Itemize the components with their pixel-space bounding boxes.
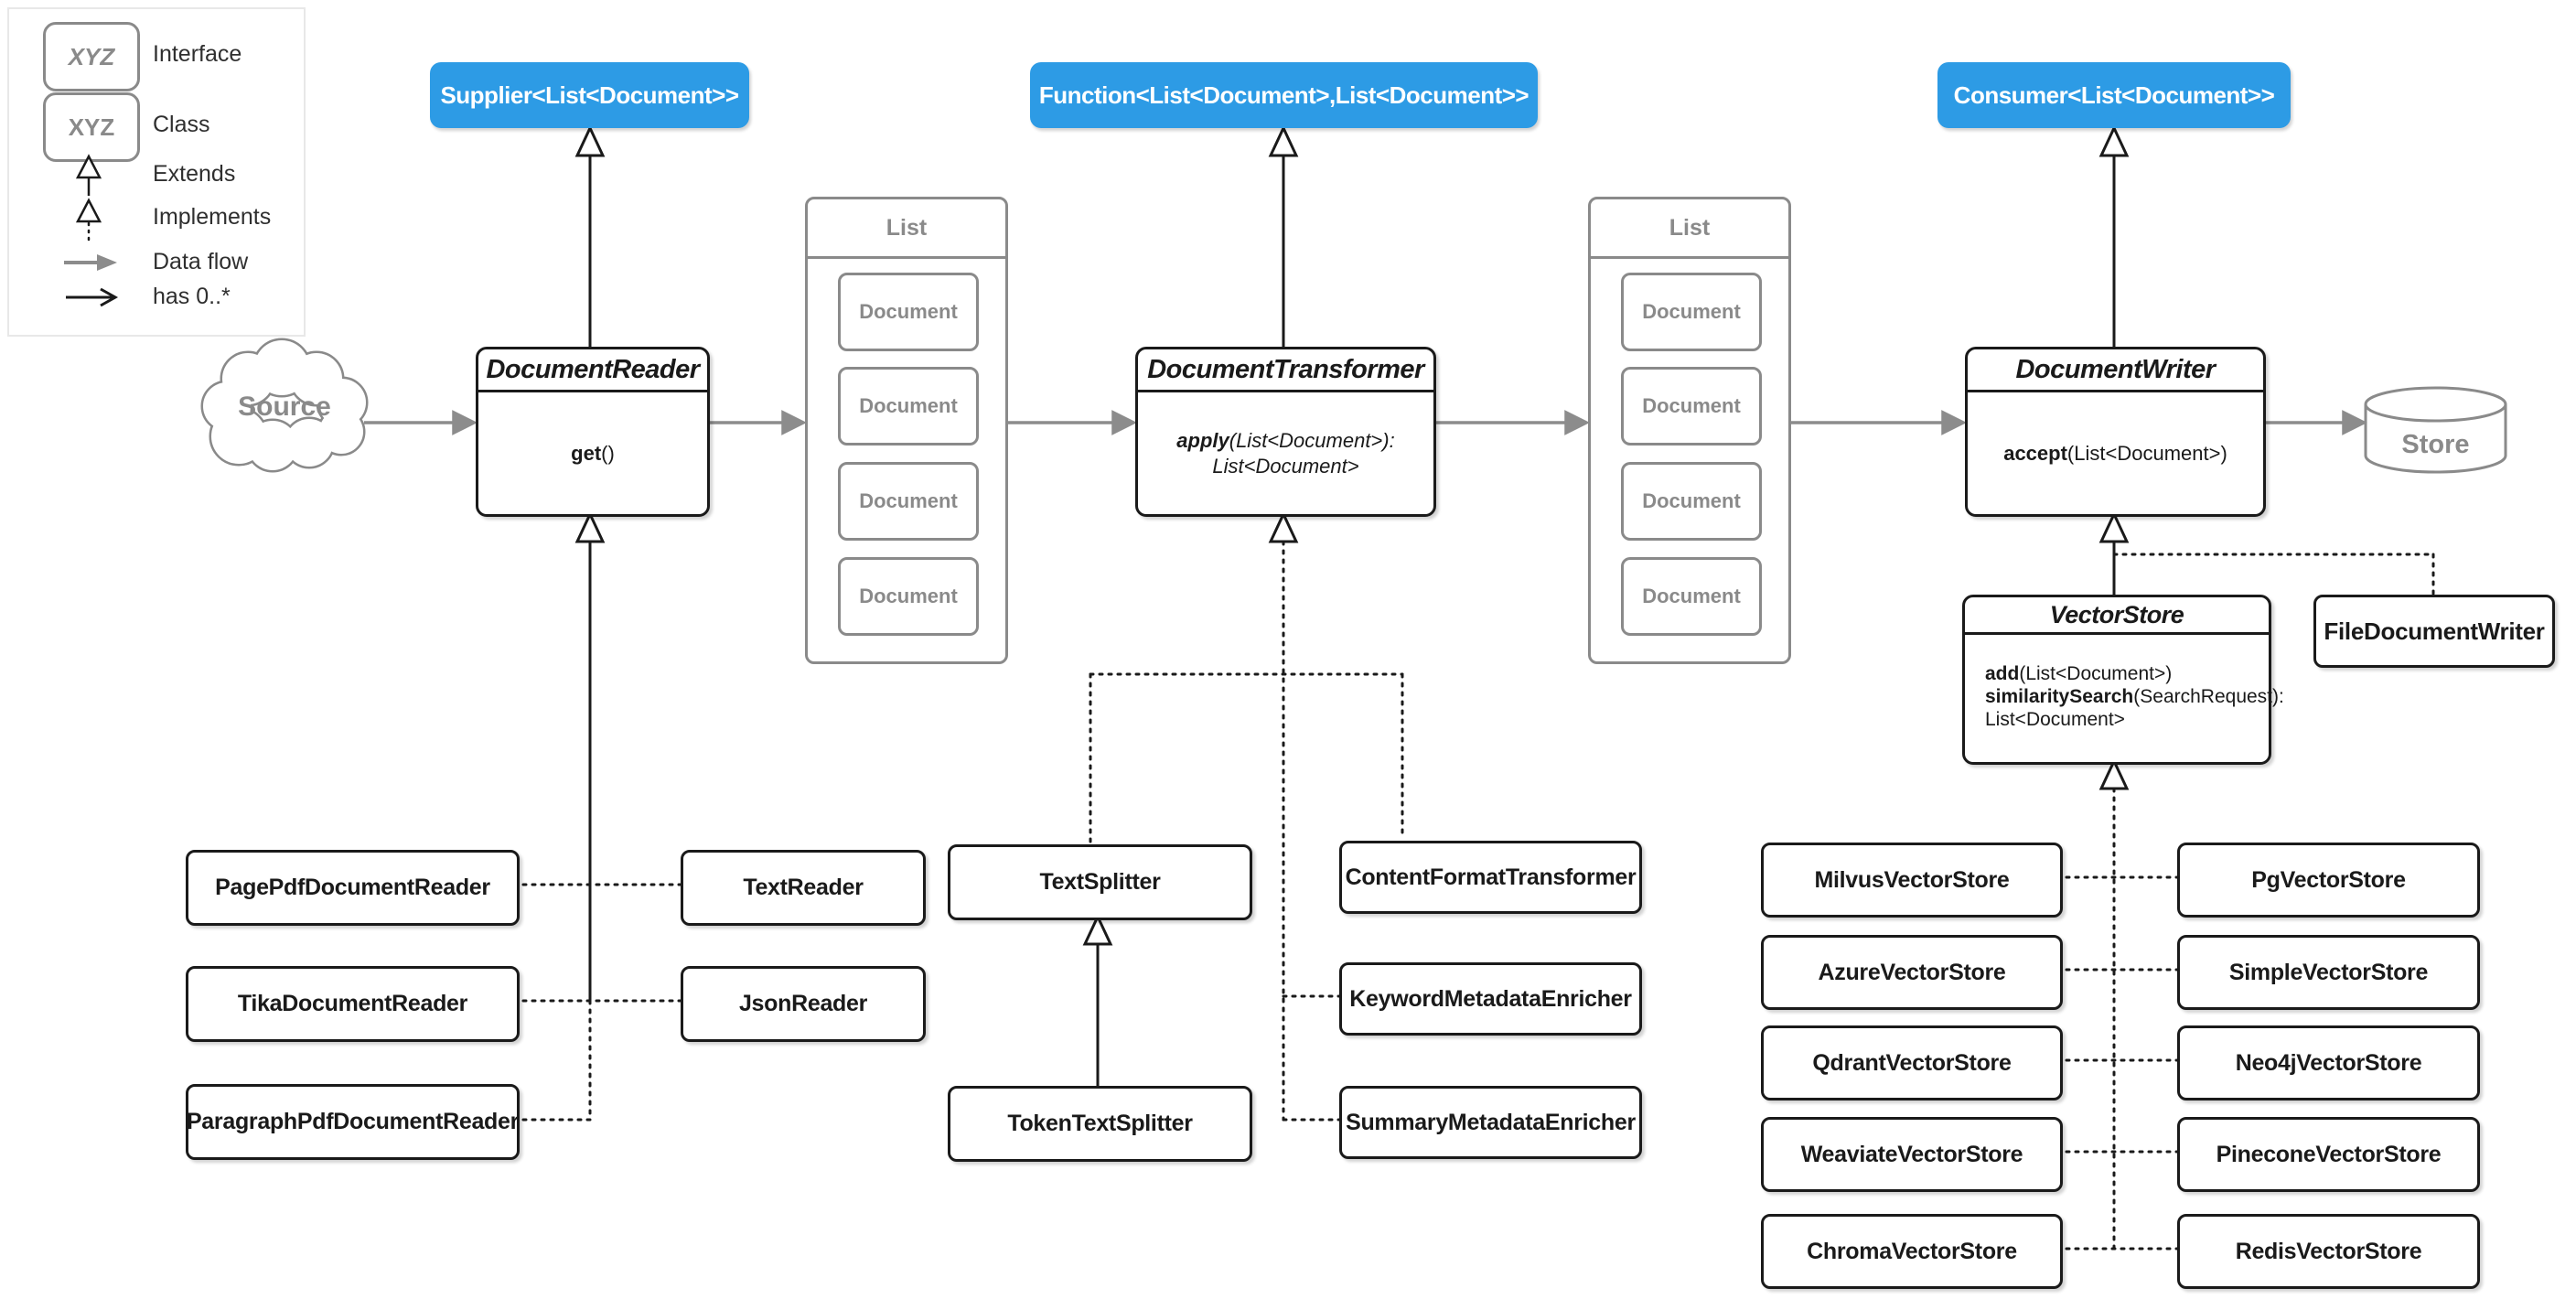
documenttransformer-title: DocumentTransformer bbox=[1138, 349, 1433, 392]
document-chip: Document bbox=[1621, 557, 1762, 636]
document-chip: Document bbox=[838, 557, 979, 636]
legend-extends-label: Extends bbox=[153, 161, 236, 187]
class-pgvectorstore: PgVectorStore bbox=[2177, 843, 2480, 918]
legend-class-sample: XYZ bbox=[43, 92, 140, 162]
document-chip: Document bbox=[838, 273, 979, 351]
legend-class-symbol: XYZ bbox=[68, 113, 115, 141]
data-flow-arrow-icon bbox=[64, 254, 117, 271]
list1-title: List bbox=[808, 199, 1005, 259]
interface-supplier-label: Supplier<List<Document>> bbox=[440, 81, 739, 109]
class-pagepdfdocumentreader: PagePdfDocumentReader bbox=[186, 850, 520, 926]
class-documentwriter: DocumentWriter accept(List<Document>) bbox=[1965, 347, 2266, 517]
class-documentreader: DocumentReader get() bbox=[476, 347, 710, 517]
source-cloud-label: Source bbox=[238, 392, 331, 422]
has-arrow-icon bbox=[66, 287, 119, 307]
data-flow-arrows bbox=[364, 410, 2367, 435]
extends-arrow-icon bbox=[75, 154, 102, 196]
class-qdrantvectorstore: QdrantVectorStore bbox=[1761, 1025, 2063, 1100]
legend-interface-label: Interface bbox=[153, 41, 242, 67]
method-accept: accept(List<Document>) bbox=[2003, 441, 2227, 465]
documentreader-methods: get() bbox=[478, 392, 707, 514]
class-simplevectorstore: SimpleVectorStore bbox=[2177, 935, 2480, 1010]
legend-class-label: Class bbox=[153, 112, 210, 137]
vectorstore-methods: add(List<Document>) similaritySearch(Sea… bbox=[1965, 635, 2284, 762]
legend-interface-sample: XYZ bbox=[43, 22, 140, 91]
class-weaviatevectorstore: WeaviateVectorStore bbox=[1761, 1117, 2063, 1192]
documentwriter-methods: accept(List<Document>) bbox=[1968, 392, 2263, 514]
legend-implements-label: Implements bbox=[153, 204, 272, 230]
class-pineconevectorstore: PineconeVectorStore bbox=[2177, 1117, 2480, 1192]
class-redisvectorstore: RedisVectorStore bbox=[2177, 1214, 2480, 1289]
class-vectorstore: VectorStore add(List<Document>) similari… bbox=[1962, 595, 2284, 765]
document-chip: Document bbox=[838, 462, 979, 541]
method-apply-line1: apply(List<Document>): bbox=[1176, 428, 1395, 452]
implements-arrow-icon bbox=[75, 198, 102, 243]
implements-transformers-tree bbox=[1089, 510, 1404, 1122]
method-get: get() bbox=[571, 441, 615, 465]
implements-writer-tree bbox=[2098, 510, 2435, 596]
documentwriter-title: DocumentWriter bbox=[1968, 349, 2263, 392]
class-textreader: TextReader bbox=[681, 850, 926, 926]
implements-vectorstores-tree bbox=[2055, 757, 2179, 1251]
class-filedocumentwriter: FileDocumentWriter bbox=[2313, 595, 2555, 668]
class-contentformattransformer: ContentFormatTransformer bbox=[1339, 841, 1642, 914]
interface-consumer: Consumer<List<Document>> bbox=[1937, 62, 2291, 128]
document-chip: Document bbox=[1621, 462, 1762, 541]
list-container-2: List Document Document Document Document bbox=[1588, 197, 1791, 664]
documenttransformer-methods: apply(List<Document>): List<Document> bbox=[1138, 392, 1433, 514]
method-apply-line2: List<Document> bbox=[1212, 454, 1359, 478]
interface-function: Function<List<Document>,List<Document>> bbox=[1030, 62, 1538, 128]
extends-tokentextsplitter bbox=[1082, 913, 1113, 1086]
store-cylinder-label: Store bbox=[2401, 430, 2470, 459]
method-similaritysearch-return: List<Document> bbox=[1985, 709, 2125, 730]
documentreader-title: DocumentReader bbox=[478, 349, 707, 392]
class-paragraphpdfdocumentreader: ParagraphPdfDocumentReader bbox=[186, 1084, 520, 1160]
interface-consumer-label: Consumer<List<Document>> bbox=[1953, 81, 2275, 109]
class-documenttransformer: DocumentTransformer apply(List<Document>… bbox=[1135, 347, 1436, 517]
vectorstore-title: VectorStore bbox=[1965, 597, 2269, 635]
list2-title: List bbox=[1591, 199, 1788, 259]
legend-dataflow-label: Data flow bbox=[153, 249, 249, 274]
class-tikadocumentreader: TikaDocumentReader bbox=[186, 966, 520, 1042]
class-tokentextsplitter: TokenTextSplitter bbox=[948, 1086, 1252, 1162]
class-keywordmetadataenricher: KeywordMetadataEnricher bbox=[1339, 962, 1642, 1036]
class-textsplitter: TextSplitter bbox=[948, 844, 1252, 920]
class-summarymetadataenricher: SummaryMetadataEnricher bbox=[1339, 1086, 1642, 1159]
legend-panel: XYZ Interface XYZ Class Extends Implemen… bbox=[7, 7, 306, 337]
store-cylinder-shape bbox=[2364, 386, 2507, 474]
class-milvusvectorstore: MilvusVectorStore bbox=[1761, 843, 2063, 918]
document-chip: Document bbox=[1621, 273, 1762, 351]
document-chip: Document bbox=[1621, 367, 1762, 446]
method-similaritysearch: similaritySearch(SearchRequest): bbox=[1985, 686, 2284, 707]
interface-supplier: Supplier<List<Document>> bbox=[430, 62, 749, 128]
source-cloud-shape bbox=[200, 338, 369, 473]
document-chip: Document bbox=[838, 367, 979, 446]
legend-interface-symbol: XYZ bbox=[68, 42, 115, 70]
class-azurevectorstore: AzureVectorStore bbox=[1761, 935, 2063, 1010]
class-jsonreader: JsonReader bbox=[681, 966, 926, 1042]
class-chromavectorstore: ChromaVectorStore bbox=[1761, 1214, 2063, 1289]
extends-function-documenttransformer bbox=[1268, 124, 1299, 347]
class-neo4jvectorstore: Neo4jVectorStore bbox=[2177, 1025, 2480, 1100]
implements-readers-tree bbox=[512, 510, 682, 1122]
extends-supplier-documentreader bbox=[574, 124, 606, 347]
extends-consumer-documentwriter bbox=[2098, 124, 2130, 347]
legend-has-label: has 0..* bbox=[153, 284, 231, 309]
interface-function-label: Function<List<Document>,List<Document>> bbox=[1038, 81, 1530, 109]
list-container-1: List Document Document Document Document bbox=[805, 197, 1008, 664]
method-add: add(List<Document>) bbox=[1985, 663, 2173, 684]
